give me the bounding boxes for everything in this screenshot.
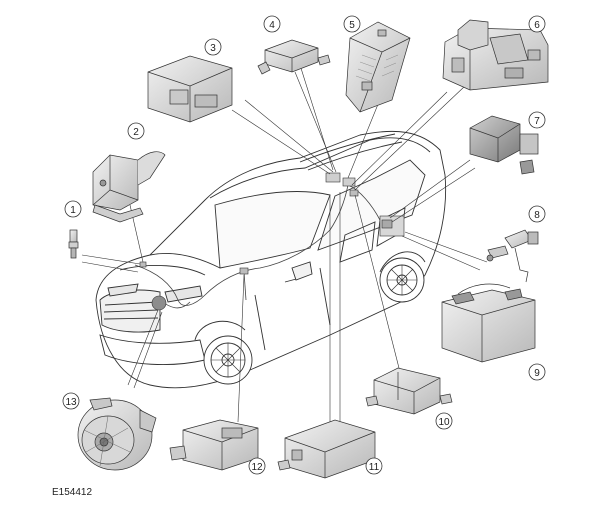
callout-13-label: 13 xyxy=(65,397,77,408)
callout-11-label: 11 xyxy=(369,462,380,473)
callout-11: 11 xyxy=(365,457,383,475)
callout-5-label: 5 xyxy=(349,20,355,31)
callout-2-label: 2 xyxy=(133,127,139,138)
component-2-module xyxy=(92,151,166,223)
callout-8: 8 xyxy=(528,205,546,223)
component-4-module xyxy=(257,39,331,75)
callout-8-label: 8 xyxy=(534,210,540,221)
component-13-alternator xyxy=(77,397,157,471)
callout-10: 10 xyxy=(435,412,453,430)
in-vehicle-modules xyxy=(139,172,405,311)
callout-5: 5 xyxy=(343,15,361,33)
callout-3-label: 3 xyxy=(210,43,216,54)
callout-1: 1 xyxy=(64,200,82,218)
component-5-module xyxy=(345,21,411,113)
callout-3: 3 xyxy=(204,38,222,56)
wiring-harness xyxy=(134,184,381,309)
component-11-module xyxy=(277,419,376,479)
component-3-module xyxy=(147,55,233,123)
component-6-module xyxy=(442,19,549,91)
callout-10-label: 10 xyxy=(438,417,450,428)
callout-4-label: 4 xyxy=(269,20,275,31)
callout-7: 7 xyxy=(528,111,546,129)
callouts: 1 2 3 4 5 6 7 8 xyxy=(62,15,546,475)
component-8-sensor xyxy=(486,229,539,283)
callout-9: 9 xyxy=(528,363,546,381)
callout-12-label: 12 xyxy=(251,462,263,473)
callout-6: 6 xyxy=(528,15,546,33)
component-1-sensor xyxy=(68,229,79,259)
callout-7-label: 7 xyxy=(534,116,540,127)
leader-lines xyxy=(81,64,488,430)
component-9-battery xyxy=(441,283,536,363)
callout-1-label: 1 xyxy=(70,205,76,216)
callout-6-label: 6 xyxy=(534,20,540,31)
callout-2: 2 xyxy=(127,122,145,140)
callout-13: 13 xyxy=(62,392,80,410)
callout-12: 12 xyxy=(248,457,266,475)
component-12-module xyxy=(169,419,259,471)
component-7-module xyxy=(469,115,539,175)
callout-9-label: 9 xyxy=(534,368,540,379)
component-10-module xyxy=(365,367,453,415)
callout-4: 4 xyxy=(263,15,281,33)
figure-reference-code: E154412 xyxy=(52,487,93,498)
